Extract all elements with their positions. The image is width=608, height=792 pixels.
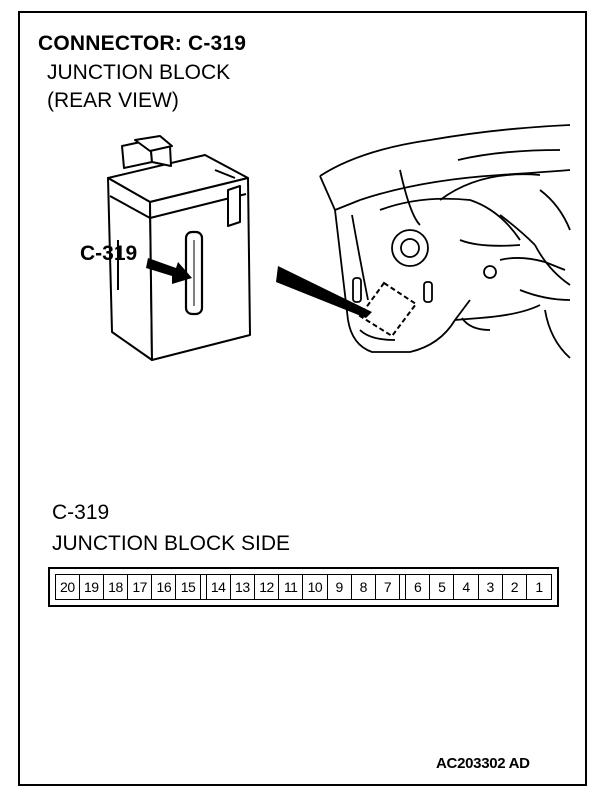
view-label: (REAR VIEW)	[47, 89, 179, 112]
pin-cell: 2	[503, 575, 527, 599]
callout-arrow	[146, 258, 192, 284]
pin-cell: 1	[535, 579, 543, 595]
figure-code: AC203302 AD	[436, 755, 530, 772]
pin-group-separator	[201, 575, 207, 599]
diagram-frame	[18, 11, 587, 786]
pin-cell: 16	[152, 575, 177, 599]
pin-cell: 9	[328, 575, 352, 599]
pin-cell: 5	[430, 575, 455, 599]
connector-location-highlight	[358, 281, 418, 338]
pin-cell: 3	[479, 575, 503, 599]
connector-name-label: C-319	[52, 501, 110, 524]
pin-cell: 14	[207, 575, 231, 599]
pin-cell: 11	[279, 575, 304, 599]
pin-cell: 20	[56, 575, 80, 599]
pin-cell: 13	[231, 575, 255, 599]
connector-title: CONNECTOR: C-319	[38, 32, 247, 55]
pin-cell: 18	[104, 575, 129, 599]
pin-cell: 12	[255, 575, 280, 599]
pin-cell: 4	[454, 575, 479, 599]
pin-cell: 19	[80, 575, 104, 599]
connector-callout-label: C-319	[80, 242, 138, 265]
location-pointer	[276, 266, 372, 318]
pin-cell: 8	[352, 575, 376, 599]
pin-cell: 6	[406, 575, 431, 599]
pin-cell: 7	[376, 575, 401, 599]
pin-cell: 10	[303, 575, 328, 599]
pin-cell: 15	[176, 575, 201, 599]
pin-group-separator	[400, 575, 406, 599]
junction-block-drawing	[107, 135, 251, 361]
component-name: JUNCTION BLOCK	[47, 61, 231, 84]
dashboard-drawing	[319, 124, 571, 359]
pin-cell: 17	[128, 575, 153, 599]
connector-side-label: JUNCTION BLOCK SIDE	[52, 532, 291, 555]
